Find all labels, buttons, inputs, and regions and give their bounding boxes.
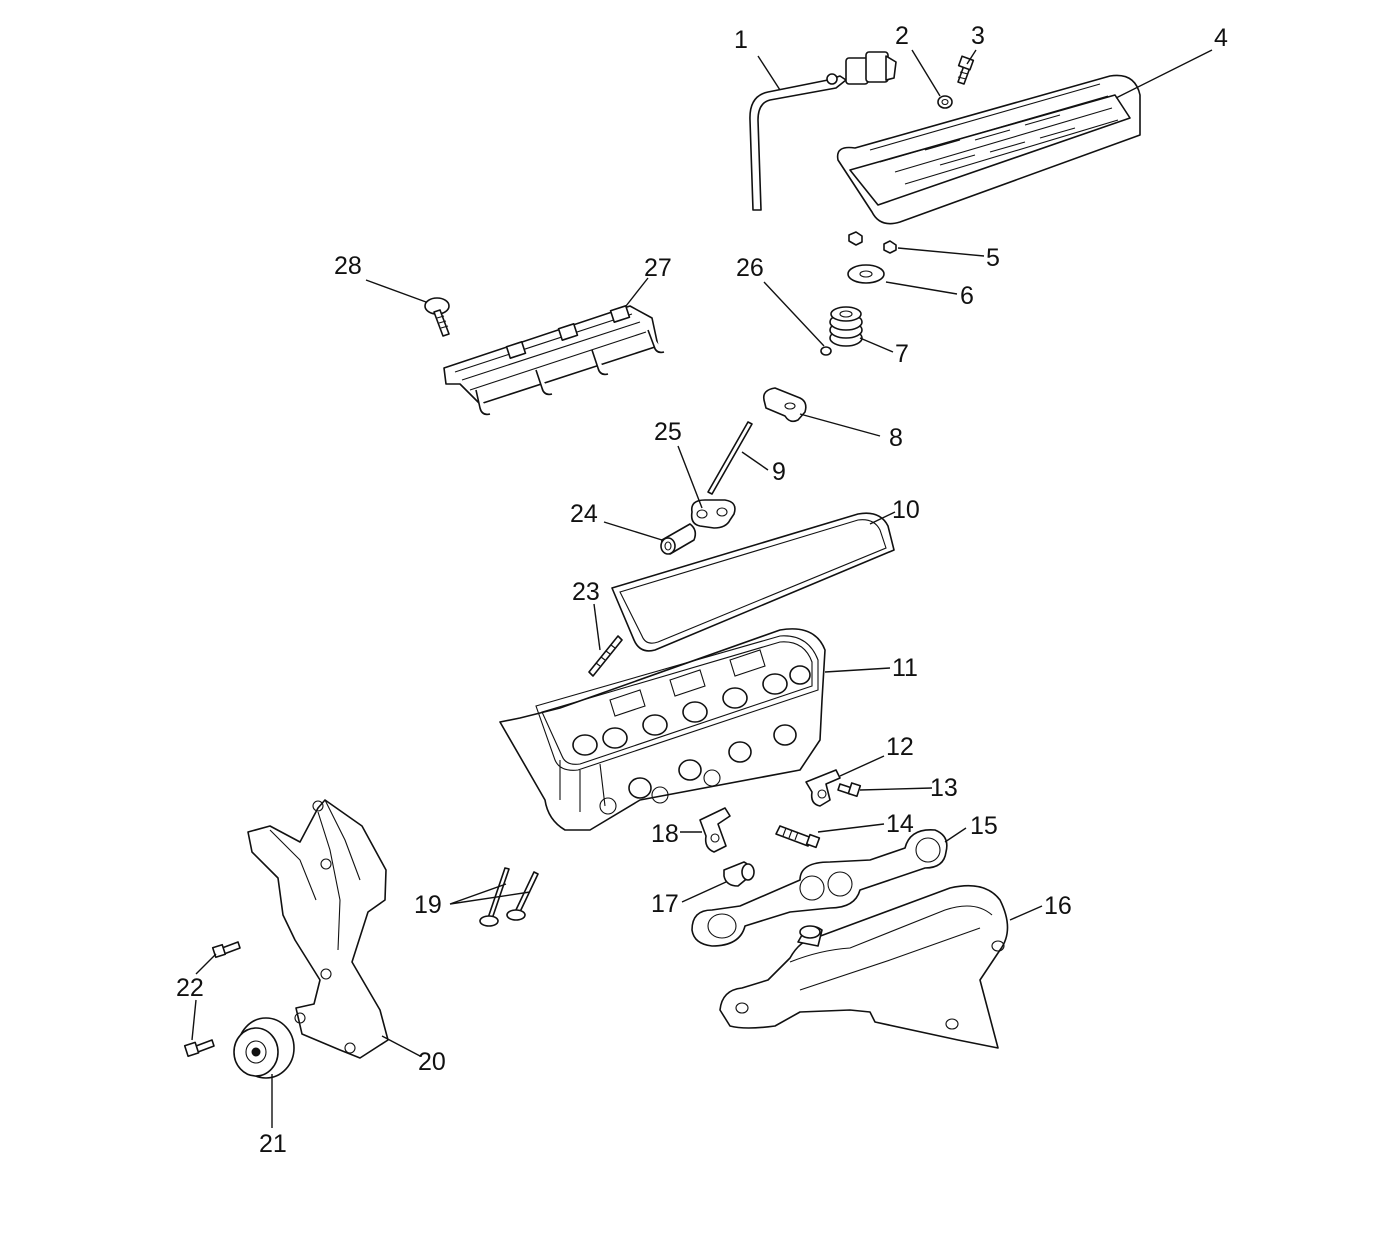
- leader-27: [625, 277, 649, 307]
- leader-11: [824, 667, 891, 673]
- callout-18: 18: [651, 820, 679, 848]
- leader-2: [911, 49, 941, 97]
- callout-26: 26: [736, 254, 764, 282]
- callout-9: 9: [772, 458, 786, 486]
- callout-10: 10: [892, 496, 920, 524]
- callout-13: 13: [930, 774, 958, 802]
- part-16-exhaust-manifold: [719, 884, 1009, 1049]
- part-2-grommet: [937, 95, 953, 109]
- leader-15: [944, 827, 967, 843]
- part-18-bracket: [699, 807, 731, 853]
- leader-12: [839, 755, 885, 777]
- callout-labels: 1 2 3 4 5 6 7 8 9 10 11 12 13 14 15 16 1…: [176, 22, 1228, 1158]
- callout-19: 19: [414, 891, 442, 919]
- part-10-gasket: [611, 512, 895, 652]
- leader-3: [966, 49, 977, 65]
- part-5-nuts: [848, 231, 897, 254]
- leader-7: [859, 337, 894, 353]
- part-14-spark-plug: [775, 825, 821, 849]
- part-9-pushrod: [707, 421, 753, 495]
- part-3-bolt: [957, 55, 975, 85]
- callout-7: 7: [895, 340, 909, 368]
- part-25-guide-plate: [690, 499, 736, 529]
- part-22-bolts: [183, 941, 241, 1058]
- callout-23: 23: [572, 578, 600, 606]
- callout-5: 5: [986, 244, 1000, 272]
- cylinder-head-ports: [572, 665, 811, 815]
- part-4-valve-cover: [836, 74, 1141, 225]
- callout-25: 25: [654, 418, 682, 446]
- part-27-rocker-rail: [443, 305, 665, 416]
- callout-3: 3: [971, 22, 985, 50]
- leader-19: [449, 883, 531, 905]
- callout-6: 6: [960, 282, 974, 310]
- leader-25: [677, 445, 703, 509]
- callout-15: 15: [970, 812, 998, 840]
- part-15-exhaust-gasket: [691, 829, 948, 947]
- leader-13: [859, 787, 933, 791]
- callout-16: 16: [1044, 892, 1072, 920]
- part-26-seal: [820, 346, 832, 356]
- part-21-pulley: [233, 1017, 295, 1079]
- part-24-lifter: [660, 523, 697, 555]
- leader-17: [681, 881, 727, 903]
- part-12-bracket: [805, 769, 841, 807]
- leader-24: [603, 521, 663, 541]
- callout-28: 28: [334, 252, 362, 280]
- callout-12: 12: [886, 733, 914, 761]
- leader-28: [365, 279, 427, 303]
- callout-17: 17: [651, 890, 679, 918]
- leader-16: [1009, 905, 1043, 921]
- leader-6: [885, 281, 958, 295]
- part-13-bolt: [837, 782, 862, 798]
- part-1-dipstick-tube: [749, 51, 897, 211]
- part-7-valve-spring: [829, 306, 863, 347]
- callout-14: 14: [886, 810, 914, 838]
- callout-22: 22: [176, 974, 204, 1002]
- leader-22: [191, 953, 217, 1041]
- part-19-bolts: [479, 867, 539, 927]
- leader-4: [1115, 49, 1213, 99]
- leader-14: [817, 823, 885, 833]
- leader-20: [381, 1035, 421, 1057]
- callout-21: 21: [259, 1130, 287, 1158]
- part-20-bracket: [247, 799, 389, 1059]
- callout-2: 2: [895, 22, 909, 50]
- callout-27: 27: [644, 254, 672, 282]
- leader-9: [741, 451, 769, 471]
- leader-1: [757, 55, 781, 91]
- callout-11: 11: [892, 654, 918, 682]
- callout-24: 24: [570, 500, 598, 528]
- part-28-bolt: [424, 297, 450, 337]
- leader-23: [593, 603, 601, 651]
- part-11-cylinder-head: [499, 628, 826, 831]
- part-6-washer: [847, 264, 885, 284]
- leader-8: [799, 413, 881, 437]
- callout-1: 1: [734, 26, 748, 54]
- leader-26: [763, 281, 825, 347]
- callout-20: 20: [418, 1048, 446, 1076]
- part-17-sensor: [723, 861, 755, 887]
- part-8-rocker-arm: [762, 387, 807, 423]
- callout-4: 4: [1214, 24, 1228, 52]
- part-23-stud: [588, 635, 623, 677]
- callout-8: 8: [889, 424, 903, 452]
- leader-5: [897, 247, 985, 257]
- leader-10: [869, 511, 896, 525]
- leader-lines: [191, 49, 1213, 1128]
